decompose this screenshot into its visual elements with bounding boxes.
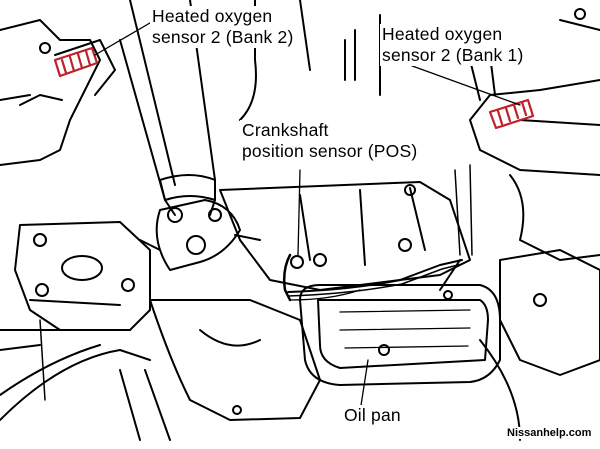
label-ckp-sensor-line2: position sensor (POS)	[242, 141, 418, 161]
left-exhaust-pipe	[0, 19, 116, 166]
ho2s2-bank1-sensor	[488, 98, 535, 130]
label-ho2s2-bank1-line2: sensor 2 (Bank 1)	[382, 45, 524, 65]
label-ho2s2-bank1-line1: Heated oxygen	[382, 24, 503, 44]
label-ckp-sensor-line1: Crankshaft	[242, 120, 329, 140]
label-oil-pan: Oil pan	[342, 405, 403, 426]
ckp-sensor-harness	[282, 253, 463, 302]
label-ho2s2-bank1: Heated oxygen sensor 2 (Bank 1)	[380, 24, 526, 66]
left-engine-mount	[0, 221, 151, 401]
watermark: Nissanhelp.com	[505, 427, 594, 439]
differential-housing	[0, 299, 321, 441]
label-ho2s2-bank2-line2: sensor 2 (Bank 2)	[152, 27, 294, 47]
transmission-housing	[219, 0, 473, 291]
oil-pan-outline	[299, 259, 501, 386]
label-ckp-sensor: Crankshaft position sensor (POS)	[240, 120, 420, 162]
driveshaft-joint	[139, 199, 261, 271]
label-ho2s2-bank2-line1: Heated oxygen	[152, 6, 273, 26]
right-engine-mount	[479, 249, 600, 441]
ho2s2-bank2-sensor	[53, 46, 99, 78]
label-ho2s2-bank2: Heated oxygen sensor 2 (Bank 2)	[150, 6, 296, 48]
